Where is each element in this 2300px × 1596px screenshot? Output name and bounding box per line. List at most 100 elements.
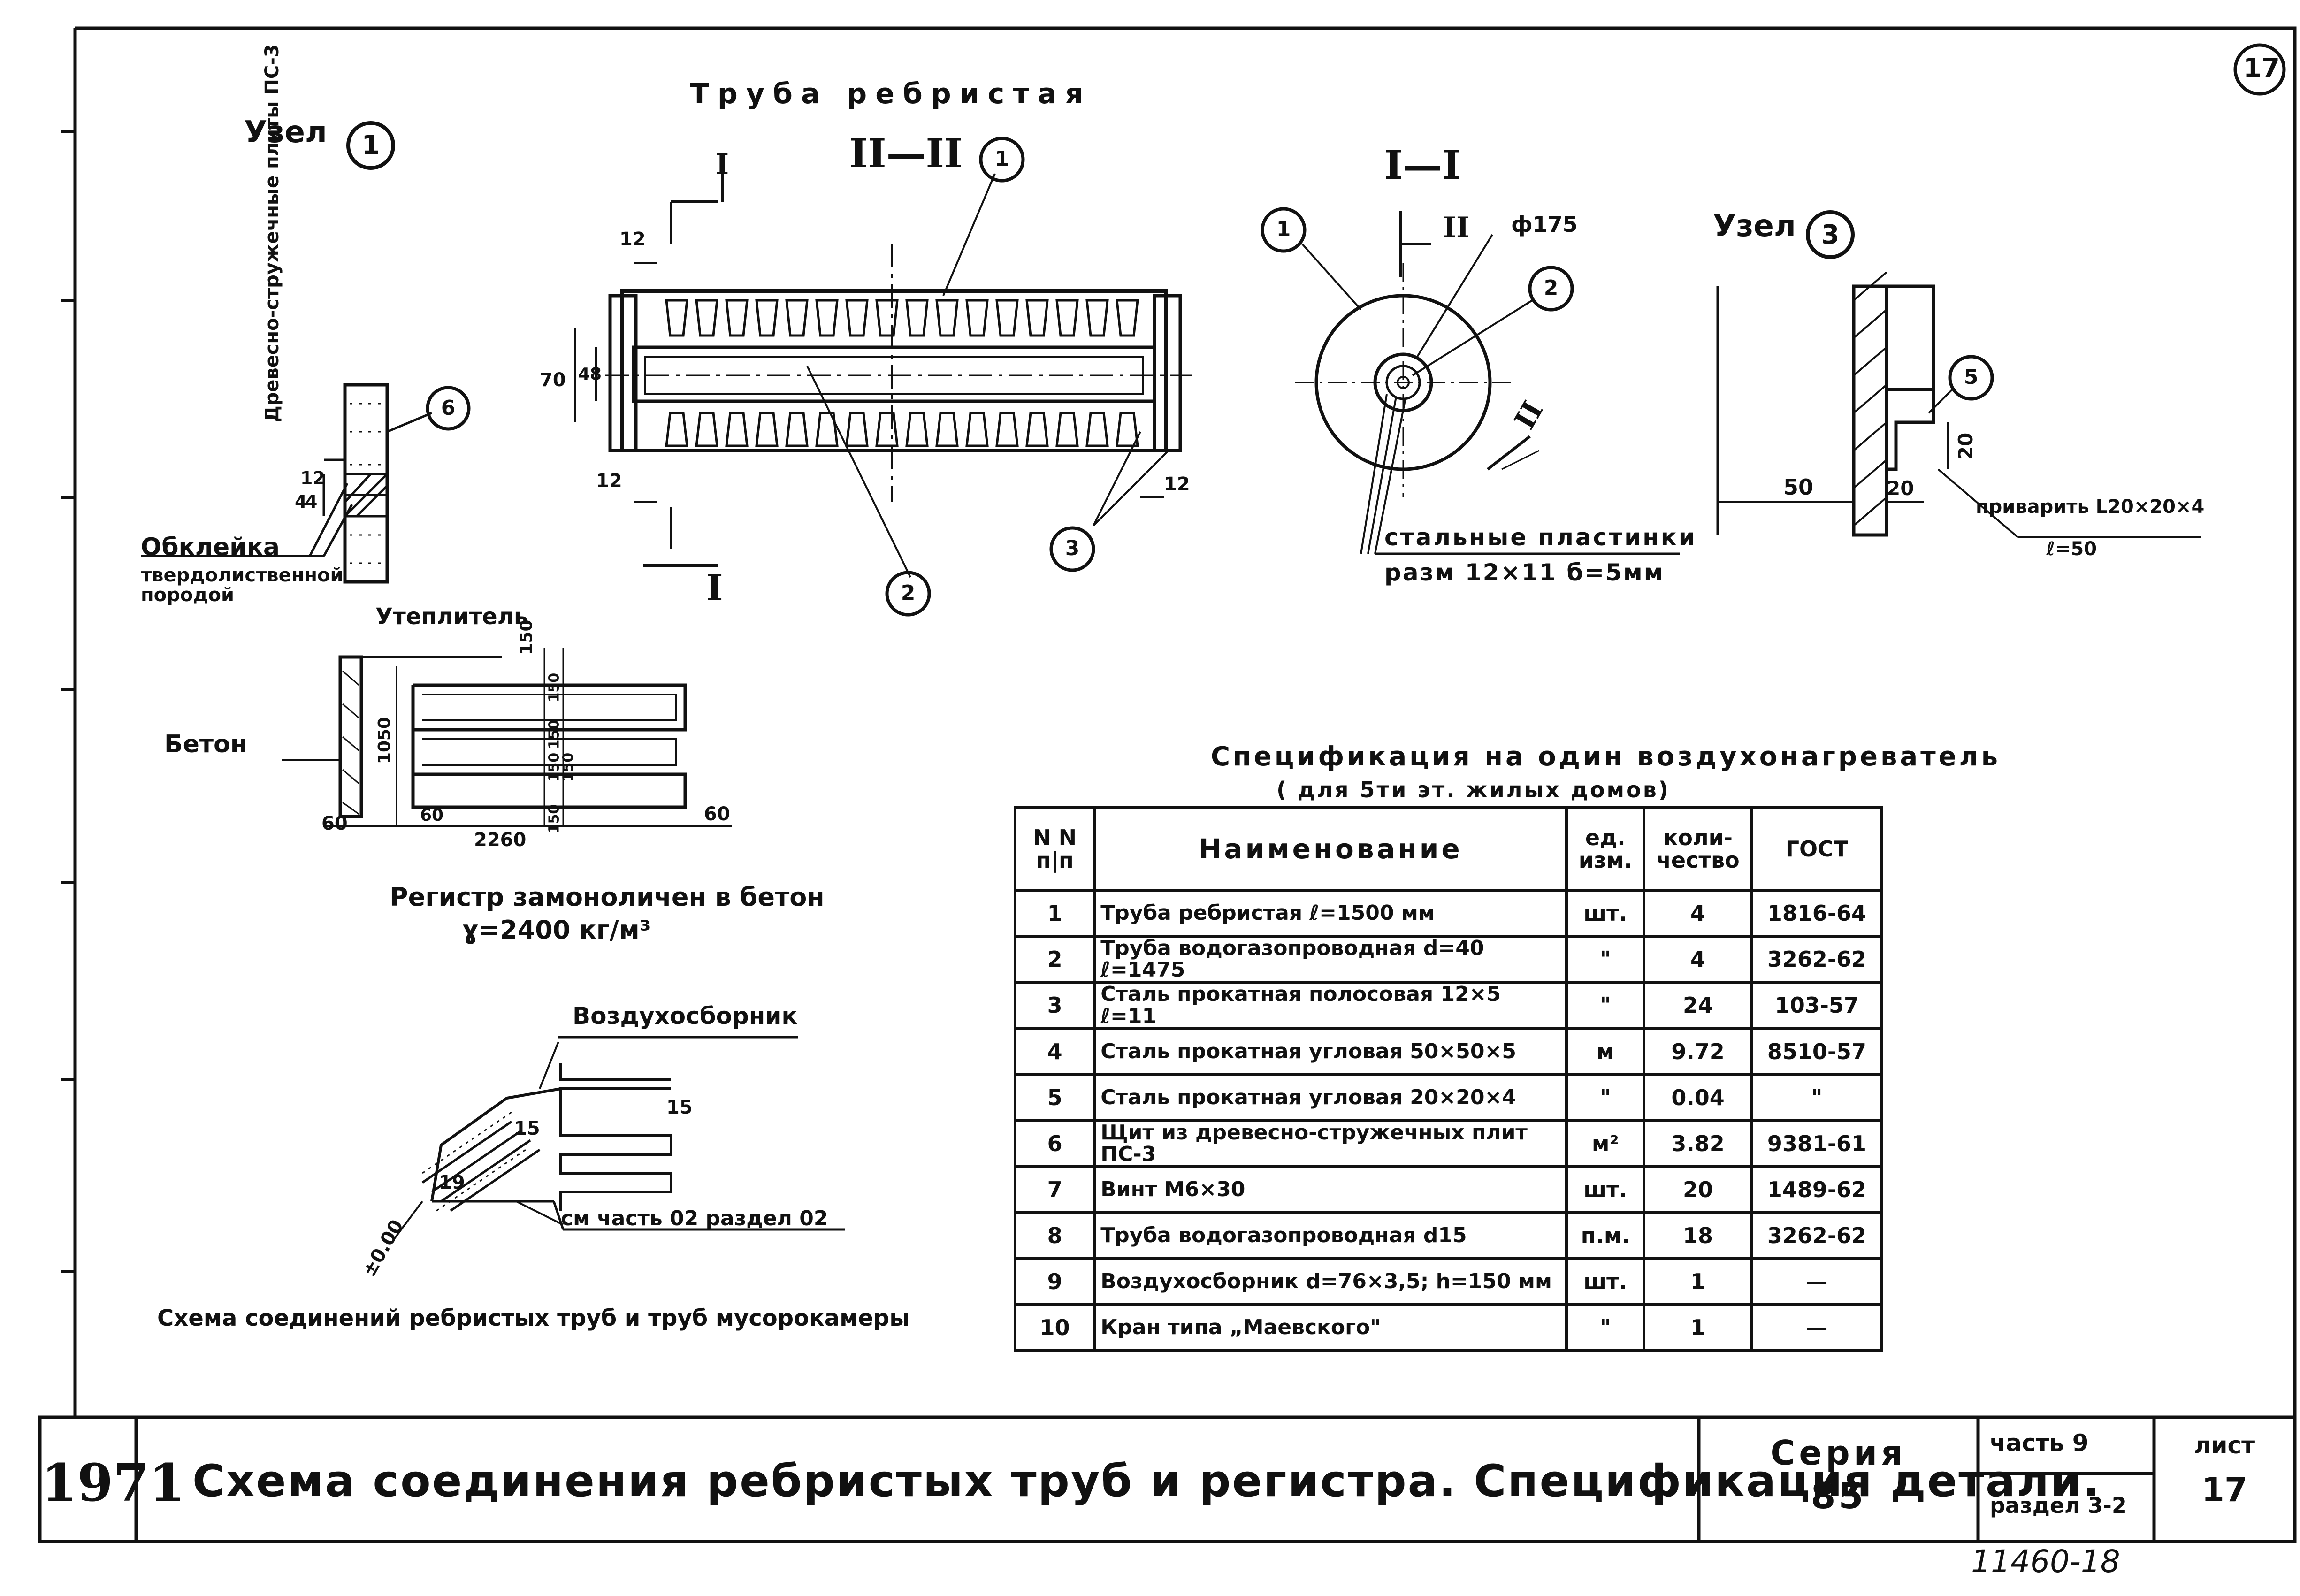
binding-ticks — [61, 130, 75, 1273]
corner-sheet-circle — [2233, 43, 2286, 96]
spec-cell-num: 7 — [1013, 1165, 1096, 1214]
scheme-caption: Схема соединений ребристых труб и труб м… — [157, 1305, 910, 1331]
pipe-fin — [1085, 299, 1109, 337]
spec-cell-num: 3 — [1013, 981, 1096, 1030]
node3-dim-left: 50 — [1783, 474, 1814, 500]
title-sheet-label: лист — [2193, 1432, 2255, 1459]
pipe-fin — [1085, 412, 1109, 447]
node1-dim-b: 4 — [305, 491, 318, 512]
spec-cell-num: 10 — [1013, 1303, 1096, 1352]
pipe-dim-inner: 48 — [578, 365, 602, 384]
pipe-fin — [935, 412, 959, 447]
spec-cell-name: Сталь прокатная полосовая 12×5 ℓ=11 — [1093, 981, 1568, 1030]
pipe-fin — [695, 412, 718, 447]
register-dim-width: 2260 — [474, 829, 527, 851]
pipe-fin — [905, 299, 929, 337]
node3-drawing — [1716, 210, 2201, 538]
pipe-heading: Труба ребристая — [690, 77, 1092, 110]
scheme-ref: см часть 02 раздел 02 — [561, 1207, 828, 1230]
title-sheet-value: 17 — [2201, 1471, 2247, 1509]
scheme-mark-3: 19 — [439, 1172, 465, 1193]
register-dim-row4: 150 — [560, 752, 577, 782]
scheme-mark-1: 15 — [514, 1118, 540, 1139]
spec-cell-qty: 20 — [1643, 1165, 1753, 1214]
spec-header-gost: ГОСТ — [1750, 806, 1884, 892]
cross-cut-mark-top: II — [1443, 211, 1470, 244]
spec-cell-name: Сталь прокатная угловая 20×20×4 — [1093, 1073, 1568, 1122]
pipe-callout-3: 3 — [1065, 536, 1080, 560]
pipe-dim-bottom-right: 12 — [1164, 473, 1190, 495]
pipe-fin — [695, 299, 718, 337]
spec-table: N N п|п Наименование ед. изм. коли-честв… — [1013, 806, 1884, 1352]
register-dim-height: 1050 — [375, 717, 395, 764]
node3-dim-middle: 20 — [1887, 477, 1914, 500]
spec-title: Спецификация на один воздухонагреватель — [1211, 741, 2001, 772]
cross-section-label: I—I — [1384, 142, 1461, 188]
spec-cell-gost: 103-57 — [1750, 981, 1884, 1030]
node1-board-label: Древесно-стружечные плиты ПС-3 — [261, 44, 283, 422]
pipe-fin — [965, 299, 989, 337]
spec-cell-gost: — — [1750, 1257, 1884, 1306]
register-dim-small-left: 60 — [420, 806, 444, 825]
spec-cell-qty: 18 — [1643, 1211, 1753, 1260]
node1-number: 1 — [361, 130, 380, 160]
spec-cell-unit: " — [1565, 1303, 1646, 1352]
spec-cell-unit: м² — [1565, 1119, 1646, 1168]
title-year: 1971 — [41, 1452, 185, 1513]
spec-cell-num: 2 — [1013, 934, 1096, 984]
pipe-fin — [755, 299, 779, 337]
node1-lining-sub: твердолиственной породой — [141, 565, 344, 606]
pipe-fin — [665, 412, 688, 447]
spec-cell-num: 4 — [1013, 1027, 1096, 1076]
spec-cell-unit: п.м. — [1565, 1211, 1646, 1260]
spec-cell-unit: " — [1565, 981, 1646, 1030]
pipe-fin — [965, 412, 989, 447]
node3-dim-right: 20 — [1954, 432, 1978, 460]
spec-cell-name: Труба ребристая ℓ=1500 мм — [1093, 889, 1568, 938]
pipe-fin — [995, 412, 1019, 447]
spec-cell-qty: 3.82 — [1643, 1119, 1753, 1168]
title-main: Схема соединения ребристых труб и регист… — [192, 1456, 2101, 1507]
pipe-fin — [1116, 299, 1139, 337]
title-series-value: 85 — [1811, 1475, 1866, 1517]
pipe-fin — [995, 299, 1019, 337]
pipe-callout-1: 1 — [994, 147, 1009, 171]
spec-header-name: Наименование — [1093, 806, 1568, 892]
cross-callout-1: 1 — [1276, 217, 1291, 241]
pipe-fin — [725, 299, 749, 337]
scheme-air-collector: Воздухосборник — [573, 1002, 798, 1030]
spec-header-row: N N п|п Наименование ед. изм. коли-честв… — [1013, 806, 1884, 892]
scheme-mark-2: 15 — [666, 1097, 693, 1118]
pipe-fin — [1116, 412, 1139, 447]
spec-header-qty: коли-чество — [1643, 806, 1753, 892]
pipe-fin — [845, 412, 869, 447]
spec-cell-name: Труба водогазопроводная d15 — [1093, 1211, 1568, 1260]
spec-cell-gost: 3262-62 — [1750, 1211, 1884, 1260]
pipe-cross-section — [1261, 207, 1680, 555]
register-drawing — [282, 648, 732, 827]
spec-cell-qty: 0.04 — [1643, 1073, 1753, 1122]
spec-cell-gost: — — [1750, 1303, 1884, 1352]
spec-cell-unit: шт. — [1565, 1257, 1646, 1306]
register-dim-row1: 150 — [546, 672, 563, 703]
spec-cell-num: 6 — [1013, 1119, 1096, 1168]
spec-cell-num: 8 — [1013, 1211, 1096, 1260]
spec-cell-unit: м — [1565, 1027, 1646, 1076]
spec-cell-unit: шт. — [1565, 889, 1646, 938]
pipe-callout-2: 2 — [901, 581, 916, 605]
spec-cell-qty: 24 — [1643, 981, 1753, 1030]
node3-weld: приварить L20×20×4 — [1976, 496, 2205, 518]
spec-cell-qty: 4 — [1643, 889, 1753, 938]
sheet-frame — [38, 26, 2297, 1543]
spec-cell-num: 9 — [1013, 1257, 1096, 1306]
register-caption-1: Регистр замоноличен в бетон — [390, 882, 825, 912]
spec-cell-gost: 9381-61 — [1750, 1119, 1884, 1168]
node1-callout: 6 — [441, 396, 456, 420]
node3-number: 3 — [1821, 220, 1840, 250]
spec-cell-qty: 1 — [1643, 1303, 1753, 1352]
spec-cell-name: Кран типа „Маевского" — [1093, 1303, 1568, 1352]
pipe-fin — [875, 299, 899, 337]
